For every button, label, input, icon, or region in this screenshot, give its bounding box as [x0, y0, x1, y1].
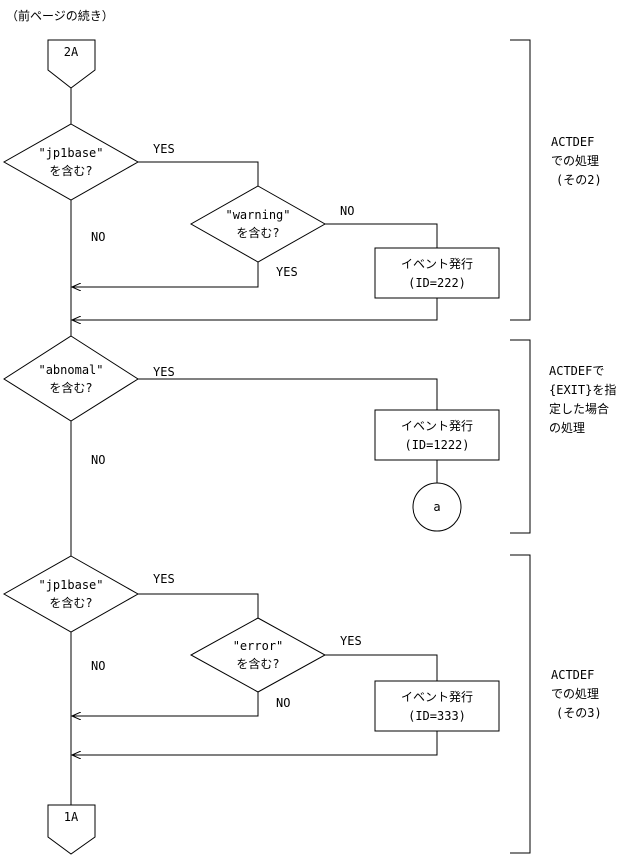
flow-line — [325, 654, 438, 681]
section-note: 定した場合 — [549, 401, 609, 416]
flow-line — [138, 161, 259, 186]
section-note: (その3) — [556, 706, 602, 720]
process-label: イベント発行 — [401, 257, 473, 271]
offpage-connector-1a — [47, 804, 96, 855]
yes-label: YES — [153, 142, 175, 156]
decision-warning — [189, 185, 327, 263]
decision-jp1base-1 — [2, 123, 140, 201]
bracket-section-2 — [510, 339, 531, 534]
connector-a-label: a — [433, 500, 440, 514]
decision-label: "error" — [233, 639, 284, 653]
no-label: NO — [91, 230, 105, 244]
merge-arrow — [72, 298, 438, 320]
yes-label: YES — [276, 265, 298, 279]
decision-label: "abnomal" — [38, 363, 103, 377]
connector-2a-label: 2A — [64, 45, 79, 59]
no-label: NO — [276, 696, 290, 710]
merge-arrow — [72, 262, 259, 287]
decision-label: "jp1base" — [38, 578, 103, 592]
process-label: イベント発行 — [401, 419, 473, 433]
connector-1a-label: 1A — [64, 810, 79, 824]
bracket-section-3 — [510, 554, 531, 854]
yes-label: YES — [153, 572, 175, 586]
process-label: (ID=333) — [408, 709, 466, 723]
process-event-1222 — [374, 409, 500, 461]
flow-line — [325, 223, 438, 248]
decision-label: "warning" — [225, 208, 290, 222]
continued-note: （前ページの続き） — [6, 8, 114, 23]
yes-label: YES — [153, 365, 175, 379]
flow-line — [138, 378, 438, 410]
decision-label: を含む? — [49, 380, 92, 395]
process-label: (ID=222) — [408, 276, 466, 290]
section-note: (その2) — [556, 173, 602, 187]
section-note: での処理 — [551, 154, 599, 168]
process-event-333 — [374, 680, 500, 732]
connector-a — [412, 482, 462, 532]
bracket-section-1 — [510, 39, 531, 321]
decision-label: を含む? — [236, 656, 279, 671]
decision-error — [189, 617, 327, 693]
decision-label: を含む? — [49, 163, 92, 178]
merge-arrow — [72, 692, 259, 716]
decision-label: を含む? — [49, 595, 92, 610]
decision-label: "jp1base" — [38, 146, 103, 160]
no-label: NO — [340, 204, 354, 218]
process-label: (ID=1222) — [404, 438, 469, 452]
section-note: ACTDEFで — [549, 364, 604, 378]
process-label: イベント発行 — [401, 690, 473, 704]
section-note: ACTDEF — [551, 668, 594, 682]
yes-label: YES — [340, 634, 362, 648]
decision-jp1base-2 — [2, 555, 140, 633]
section-note: ACTDEF — [551, 135, 594, 149]
section-note: {EXIT}を指 — [549, 382, 616, 397]
decision-label: を含む? — [236, 225, 279, 240]
process-event-222 — [374, 247, 500, 299]
no-label: NO — [91, 453, 105, 467]
merge-arrow — [72, 731, 438, 755]
offpage-connector-2a — [47, 39, 96, 89]
flow-line — [138, 593, 259, 618]
section-note: の処理 — [549, 421, 585, 435]
no-label: NO — [91, 659, 105, 673]
decision-abnomal — [3, 335, 139, 422]
section-note: での処理 — [551, 687, 599, 701]
